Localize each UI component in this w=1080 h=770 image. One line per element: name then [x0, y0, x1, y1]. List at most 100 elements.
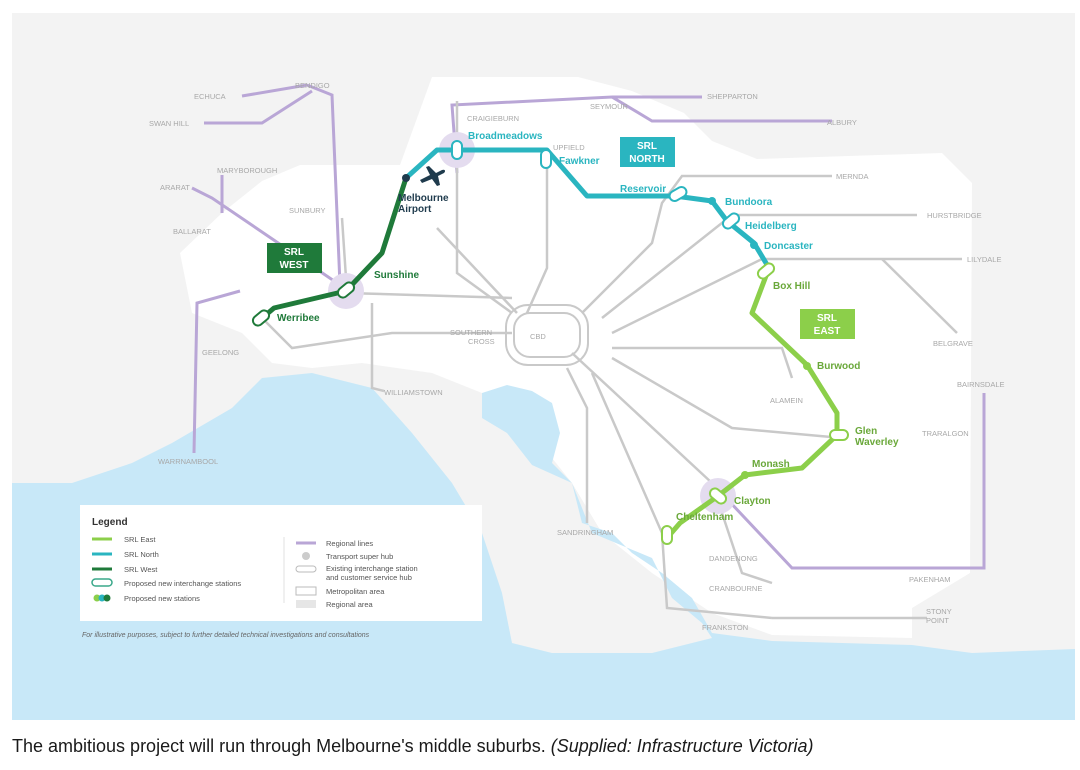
legend-swatch-regional-area [296, 600, 316, 608]
place-cranbourne: CRANBOURNE [709, 584, 762, 593]
legend-item-customer-hub: and customer service hub [326, 573, 412, 582]
legend-swatch-super-hub [302, 552, 310, 560]
regional-line-gippsland [710, 393, 986, 570]
legend-item-metro-area: Metropolitan area [326, 587, 385, 596]
ocean-band [12, 653, 1075, 720]
place-geelong: GEELONG [202, 348, 239, 357]
label-fawkner: Fawkner [559, 156, 600, 167]
legend-item-srl-west: SRL West [124, 565, 158, 574]
label-werribee: Werribee [277, 313, 320, 324]
place-bendigo: BENDIGO [295, 81, 330, 90]
label-airport: Airport [398, 204, 432, 215]
badge-srl-north: SRL NORTH [620, 137, 675, 167]
legend-item-regional-lines: Regional lines [326, 539, 373, 548]
place-traralgon: TRARALGON [922, 429, 969, 438]
legend-item-srl-north: SRL North [124, 550, 159, 559]
label-bundoora: Bundoora [725, 197, 773, 208]
place-hurstbridge: HURSTBRIDGE [927, 211, 982, 220]
metro-line-airport-east [436, 227, 518, 314]
port-phillip-bay [12, 373, 1075, 720]
badge-srl-east: SRL EAST [800, 309, 855, 339]
legend-item-new-stations: Proposed new stations [124, 594, 200, 603]
metro-line-sandringham [565, 367, 589, 523]
label-sunshine: Sunshine [374, 270, 419, 281]
station-sunshine [336, 281, 356, 299]
place-albury: ALBURY [827, 118, 857, 127]
legend-item-srl-east: SRL East [124, 535, 156, 544]
station-glen-waverley [829, 429, 849, 441]
place-frankston: FRANKSTON [702, 623, 748, 632]
badge-srl-north-line1: SRL [637, 141, 657, 152]
label-clayton: Clayton [734, 496, 771, 507]
place-echuca: ECHUCA [194, 92, 226, 101]
place-southern: SOUTHERN [450, 328, 492, 337]
place-swan-hill: SWAN HILL [149, 119, 189, 128]
map-frame: SRL NORTH SRL WEST SRL EAST Broadmeadows… [12, 13, 1075, 720]
station-fawkner [540, 149, 552, 169]
station-bundoora [708, 197, 716, 205]
place-labels: ECHUCA BENDIGO SWAN HILL MARYBOROUGH ARA… [149, 81, 1005, 632]
badge-srl-east-box [800, 309, 855, 339]
station-heidelberg [721, 212, 741, 230]
legend-swatch-metro-area [295, 586, 317, 596]
place-williamstown: WILLIAMSTOWN [384, 388, 443, 397]
badge-srl-north-box [620, 137, 675, 167]
place-cross: CROSS [468, 337, 495, 346]
regional-line-geelong [192, 289, 241, 454]
legend-title: Legend [92, 517, 128, 528]
new-stations [402, 174, 811, 479]
srl-station-labels: Broadmeadows Fawkner Reservoir Bundoora … [277, 131, 899, 523]
place-ararat: ARARAT [160, 183, 190, 192]
place-warrnambool: WARRNAMBOOL [158, 457, 218, 466]
station-reservoir [668, 185, 688, 202]
badge-srl-east-line2: EAST [814, 326, 841, 337]
station-burwood [803, 362, 811, 370]
legend-item-super-hub: Transport super hub [326, 552, 393, 561]
legend-swatch-interchange [91, 578, 113, 587]
label-box-hill: Box Hill [773, 281, 810, 292]
legend-swatch-new-station-west [103, 594, 111, 602]
metro-line-glen-waverley [611, 356, 843, 440]
place-sandringham: SANDRINGHAM [557, 528, 613, 537]
legend-swatch-new-station-east [93, 594, 101, 602]
metro-line-williamstown [370, 303, 385, 393]
label-monash: Monash [752, 459, 790, 470]
place-pakenham: PAKENHAM [909, 575, 951, 584]
legend-item-existing-interchange: Existing interchange station [326, 564, 418, 573]
station-monash [741, 471, 749, 479]
regional-line-echuca [241, 83, 308, 98]
legend-swatch-new-station-north [98, 594, 106, 602]
station-melbourne-airport [402, 174, 410, 182]
badge-srl-north-line2: NORTH [629, 154, 665, 165]
legend-footnote: For illustrative purposes, subject to fu… [82, 632, 370, 639]
image-caption: The ambitious project will run through M… [12, 736, 1072, 757]
label-glen: Glen [855, 426, 877, 437]
metro-line-werribee-metro [261, 317, 512, 350]
metro-line-belgrave [881, 258, 958, 334]
srl-east-line [665, 267, 840, 540]
legend: Legend SRL East SRL North SRL West Propo… [80, 505, 482, 621]
station-broadmeadows [451, 140, 463, 160]
badge-srl-west: SRL WEST [267, 243, 322, 273]
place-dandenong: DANDENONG [709, 554, 758, 563]
badge-srl-west-line2: WEST [280, 260, 309, 271]
regional-line-swan-hill [204, 89, 313, 125]
station-clayton [708, 487, 728, 505]
cbd-loop-outer [505, 304, 589, 366]
airplane-icon [420, 166, 446, 186]
label-heidelberg: Heidelberg [745, 221, 797, 232]
place-alamein: ALAMEIN [770, 396, 803, 405]
metro-line-mernda [581, 174, 832, 314]
legend-panel [80, 505, 482, 621]
place-bairnsdale: BAIRNSDALE [957, 380, 1005, 389]
station-box-hill [756, 262, 776, 280]
label-waverley: Waverley [855, 437, 899, 448]
metro-line-frankston [590, 372, 773, 620]
label-cheltenham: Cheltenham [676, 512, 733, 523]
label-reservoir: Reservoir [620, 184, 666, 195]
label-broadmeadows: Broadmeadows [468, 131, 543, 142]
legend-item-interchange: Proposed new interchange stations [124, 579, 241, 588]
badge-srl-west-line1: SRL [284, 247, 304, 258]
place-belgrave: BELGRAVE [933, 339, 973, 348]
caption-text: The ambitious project will run through M… [12, 736, 551, 756]
